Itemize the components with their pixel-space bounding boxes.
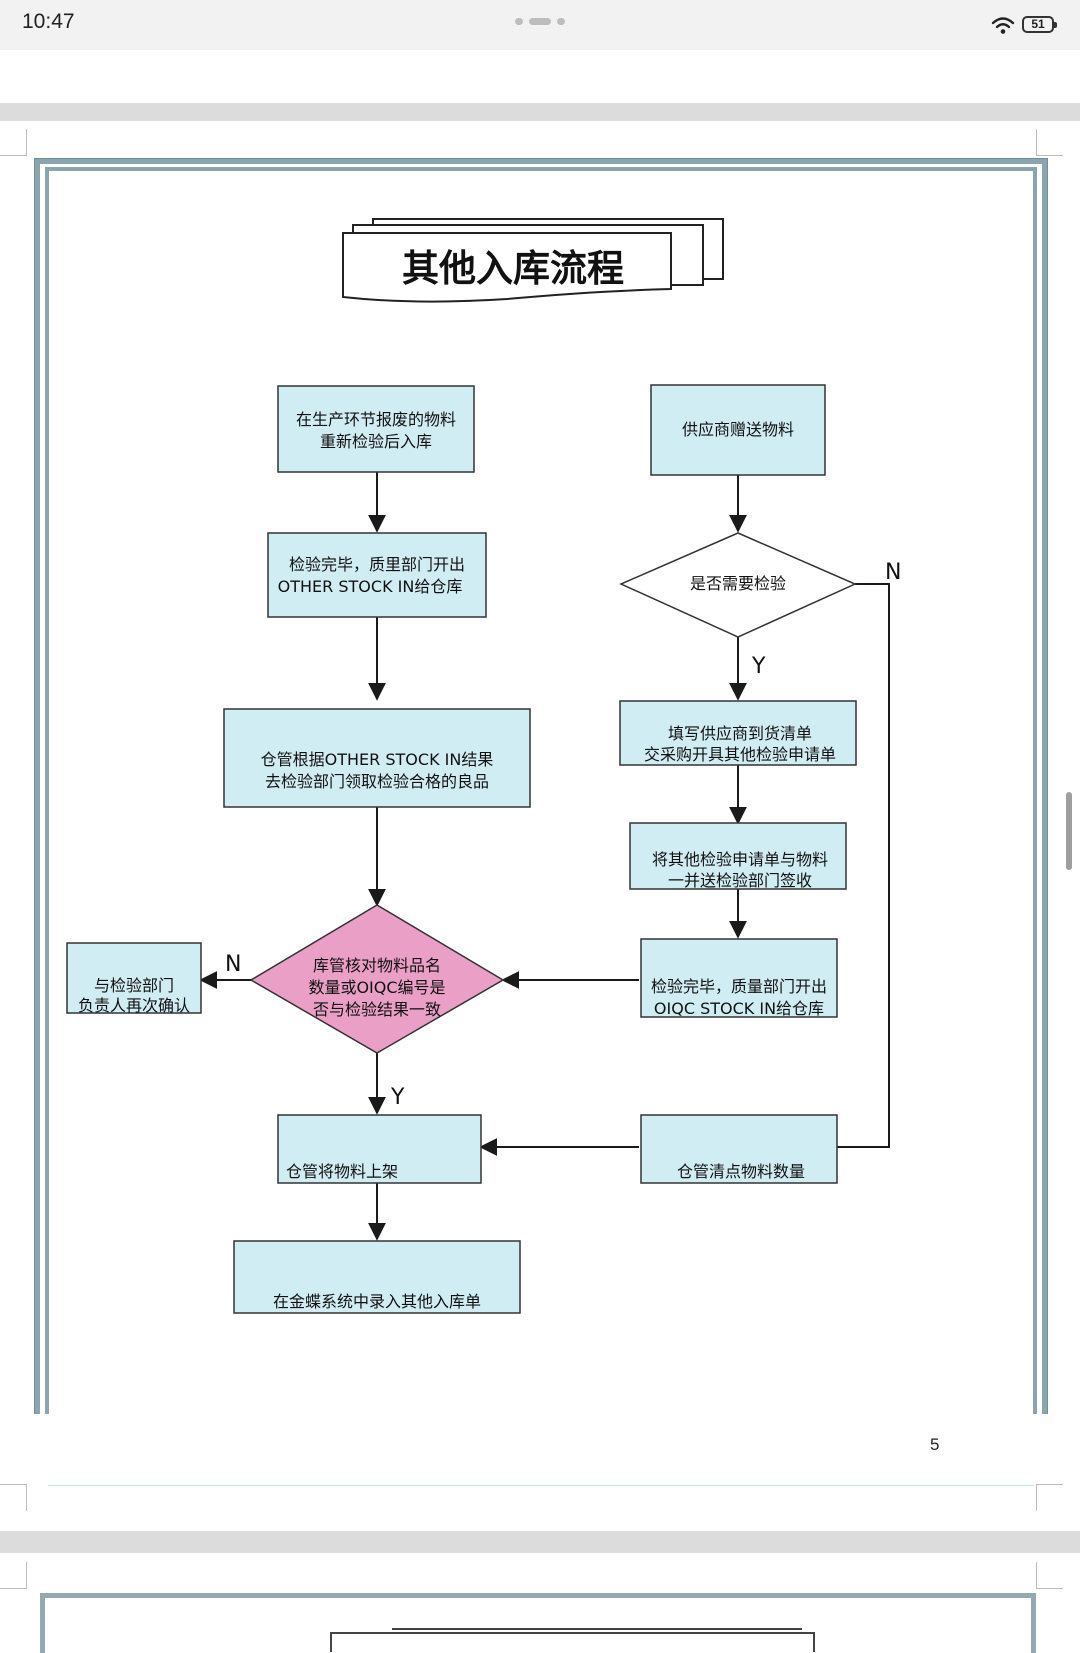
node-warehouse-collect: 仓管根据OTHER STOCK IN结果 去检验部门领取检验合格的良品	[223, 708, 531, 808]
svg-text:在金蝶系统中录入其他入库单: 在金蝶系统中录入其他入库单	[273, 1292, 481, 1311]
battery-indicator: 51	[1022, 16, 1057, 33]
svg-text:OTHER STOCK IN给仓库: OTHER STOCK IN给仓库	[278, 577, 463, 596]
page-number: 5	[930, 1435, 940, 1454]
node-verify-decision: 库管核对物料品名 数量或OIQC编号是 否与检验结果一致	[249, 904, 505, 1054]
svg-text:库管核对物料品名: 库管核对物料品名	[313, 956, 441, 975]
next-page-title-banner	[330, 1632, 815, 1652]
svg-text:仓管根据OTHER STOCK IN结果: 仓管根据OTHER STOCK IN结果	[261, 750, 494, 769]
flowchart-title: 其他入库流程	[402, 247, 624, 290]
node-fill-delivery-note: 填写供应商到货清单 交采购开具其他检验申请单	[619, 700, 857, 766]
page-separator-bottom	[0, 1531, 1080, 1553]
crop-mark	[1036, 1484, 1063, 1511]
status-bar: 10:47 51	[0, 0, 1080, 50]
frame-border-inner	[45, 167, 1037, 1414]
svg-text:与检验部门: 与检验部门	[94, 976, 174, 995]
node-supplier-gift: 供应商赠送物料	[650, 384, 826, 476]
svg-text:填写供应商到货清单: 填写供应商到货清单	[668, 724, 812, 743]
svg-text:仓管将物料上架: 仓管将物料上架	[286, 1162, 398, 1181]
branch-label-yes: Y	[751, 654, 766, 679]
next-page-figure	[40, 1593, 1036, 1653]
node-count-quantity: 仓管清点物料数量	[640, 1114, 838, 1184]
next-page-title-banner	[392, 1628, 802, 1638]
svg-text:检验完毕，质量部门开出: 检验完毕，质量部门开出	[651, 977, 827, 996]
node-reconfirm: 与检验部门 负责人再次确认	[66, 942, 202, 1015]
svg-text:将其他检验申请单与物料: 将其他检验申请单与物料	[652, 850, 828, 869]
node-scrap-material: 在生产环节报废的物料 重新检验后入库	[277, 385, 475, 473]
crop-mark	[0, 1484, 27, 1511]
node-inspect-done-oiqc: 检验完毕，质量部门开出 OIQC STOCK IN给仓库	[640, 938, 838, 1018]
multitask-dots-icon[interactable]	[515, 17, 567, 27]
crop-mark	[1036, 1562, 1063, 1589]
status-time: 10:47	[22, 10, 75, 33]
viewer-toolbar	[0, 50, 1080, 103]
crop-mark	[1036, 129, 1063, 156]
node-shelve: 仓管将物料上架	[277, 1114, 482, 1184]
node-need-inspection: 是否需要检验	[619, 532, 857, 638]
svg-text:检验完毕，质里部门开出: 检验完毕，质里部门开出	[289, 555, 465, 574]
svg-text:数量或OIQC编号是: 数量或OIQC编号是	[308, 978, 445, 997]
branch-label-no: N	[225, 952, 241, 977]
svg-text:负责人再次确认: 负责人再次确认	[78, 996, 190, 1015]
svg-text:重新检验后入库: 重新检验后入库	[320, 432, 432, 451]
footer-rule	[48, 1485, 1034, 1486]
svg-text:在生产环节报废的物料: 在生产环节报废的物料	[296, 410, 456, 429]
svg-text:是否需要检验: 是否需要检验	[690, 574, 786, 593]
svg-text:供应商赠送物料: 供应商赠送物料	[682, 420, 794, 439]
svg-text:交采购开具其他检验申请单: 交采购开具其他检验申请单	[644, 745, 836, 764]
crop-mark	[0, 129, 27, 156]
title-banner: 其他入库流程	[342, 218, 724, 303]
scrollbar-thumb[interactable]	[1066, 792, 1072, 870]
flow-connectors	[199, 471, 890, 1241]
svg-text:一并送检验部门签收: 一并送检验部门签收	[668, 871, 812, 890]
node-send-to-inspection: 将其他检验申请单与物料 一并送检验部门签收	[629, 822, 847, 890]
node-inspect-done-qc: 检验完毕，质里部门开出 OTHER STOCK IN给仓库	[267, 532, 487, 618]
svg-text:仓管清点物料数量: 仓管清点物料数量	[677, 1162, 805, 1181]
branch-label-no: N	[885, 560, 901, 585]
crop-mark	[0, 1562, 27, 1589]
wifi-icon	[991, 17, 1015, 34]
svg-text:去检验部门领取检验合格的良品: 去检验部门领取检验合格的良品	[265, 772, 489, 791]
branch-label-yes: Y	[390, 1085, 405, 1110]
page-separator-top	[0, 103, 1080, 121]
node-kingdee-entry: 在金蝶系统中录入其他入库单	[233, 1240, 521, 1314]
svg-text:否与检验结果一致: 否与检验结果一致	[313, 1000, 441, 1019]
frame-border-outer	[35, 159, 1047, 1414]
svg-text:OIQC STOCK IN给仓库: OIQC STOCK IN给仓库	[654, 999, 824, 1018]
flowchart-figure: 其他入库流程 在生产环节报废的物料 重新检验后入库 检验完毕，质里部门	[34, 158, 1048, 1414]
